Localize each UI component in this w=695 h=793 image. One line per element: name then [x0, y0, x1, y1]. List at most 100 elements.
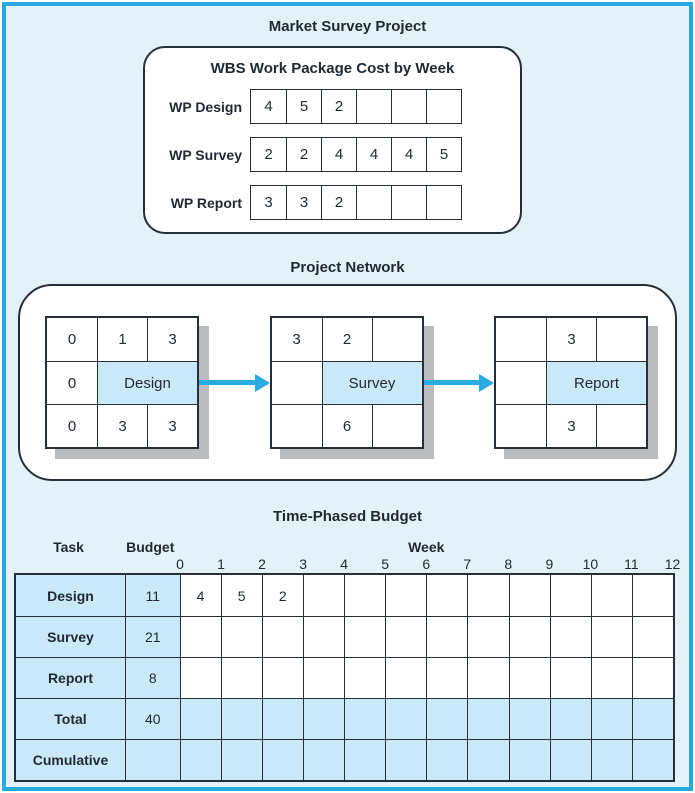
week-value-cell: 5 [220, 575, 262, 616]
week-value-cell [302, 575, 344, 616]
node-cell: 3 [546, 404, 596, 447]
node-cell [496, 318, 546, 361]
week-value-cell [344, 575, 386, 616]
wbs-week-cell: 4 [264, 98, 273, 115]
node-cell [271, 404, 322, 447]
week-number: 9 [545, 556, 554, 572]
node-cell [271, 361, 322, 404]
budget-value-cell [125, 739, 180, 780]
node-cell: 0 [47, 404, 97, 447]
week-number: 11 [624, 556, 639, 572]
week-value-cell [508, 575, 550, 616]
week-value-cell [220, 698, 262, 739]
week-value-cell [590, 657, 632, 698]
week-number: 12 [664, 556, 681, 572]
week-number: 4 [340, 556, 349, 572]
wbs-week-cell [356, 186, 391, 219]
week-value-cell [508, 698, 550, 739]
week-value-cell [220, 657, 262, 698]
page-title: Market Survey Project [268, 18, 427, 35]
node-cell: 3 [546, 318, 596, 361]
week-value-cell [467, 657, 509, 698]
arrow-line [423, 380, 479, 385]
wbs-week-cell: 2 [286, 138, 321, 171]
task-cell: Cumulative [16, 739, 125, 780]
week-value-cell: 4 [179, 575, 221, 616]
week-value-cell [590, 698, 632, 739]
node-cell [371, 318, 422, 361]
budget-title: Time-Phased Budget [273, 508, 422, 525]
week-value-cell [467, 739, 509, 780]
wbs-week-cell [391, 90, 426, 123]
wbs-week-cell [391, 186, 426, 219]
budget-headers: Task Budget Week [14, 539, 675, 556]
node-cell [596, 404, 646, 447]
week-value-cell [590, 739, 632, 780]
task-cell: Report [16, 657, 125, 698]
week-value-cell [344, 698, 386, 739]
node-cell [496, 404, 546, 447]
wbs-week-cell: 3 [286, 186, 321, 219]
week-value-cell [631, 616, 673, 657]
wbs-week-cell [426, 186, 461, 219]
week-value-cell [549, 698, 591, 739]
task-cell: Total [16, 698, 125, 739]
week-value-cell [426, 575, 468, 616]
week-value-cell [220, 616, 262, 657]
budget-value-cell: 8 [125, 657, 180, 698]
week-value-cell [549, 575, 591, 616]
wbs-week-cell: 4 [321, 138, 356, 171]
week-number: 1 [217, 556, 225, 572]
week-value-cell [179, 739, 221, 780]
wbs-week-cell: 4 [391, 138, 426, 171]
week-value-cell [549, 739, 591, 780]
week-value-cell [302, 657, 344, 698]
week-number: 5 [381, 556, 390, 572]
week-value-cell [302, 616, 344, 657]
week-value-cell [261, 616, 303, 657]
budget-value-cell: 21 [125, 616, 180, 657]
node-cell: 3 [97, 404, 147, 447]
wbs-week-cell: 2 [264, 146, 273, 163]
wbs-week-cell: 4 [356, 138, 391, 171]
node-cell [496, 361, 546, 404]
task-cell: Design [16, 575, 125, 616]
week-value-cell [385, 698, 427, 739]
budget-value-cell: 11 [125, 575, 180, 616]
week-value-cell [426, 739, 468, 780]
week-number: 10 [582, 556, 599, 572]
week-value-cell [426, 698, 468, 739]
week-value-cell [590, 616, 632, 657]
week-value-cell: 2 [261, 575, 303, 616]
network-title: Project Network [290, 259, 405, 276]
node-cell: 3 [147, 318, 197, 361]
week-value-cell [261, 698, 303, 739]
week-value-cell [344, 739, 386, 780]
week-value-cell [508, 616, 550, 657]
node-cell: 1 [97, 318, 147, 361]
wbs-week-cell: 2 [321, 90, 356, 123]
arrow-head-icon [479, 373, 494, 392]
week-value-cell [385, 616, 427, 657]
week-value-cell [261, 657, 303, 698]
wbs-week-cell [426, 90, 461, 123]
week-value-cell [467, 575, 509, 616]
node-cell: 2 [321, 318, 372, 361]
week-value-cell [179, 698, 221, 739]
week-value-cell [344, 657, 386, 698]
week-value-cell [385, 657, 427, 698]
week-value-cell [179, 657, 221, 698]
